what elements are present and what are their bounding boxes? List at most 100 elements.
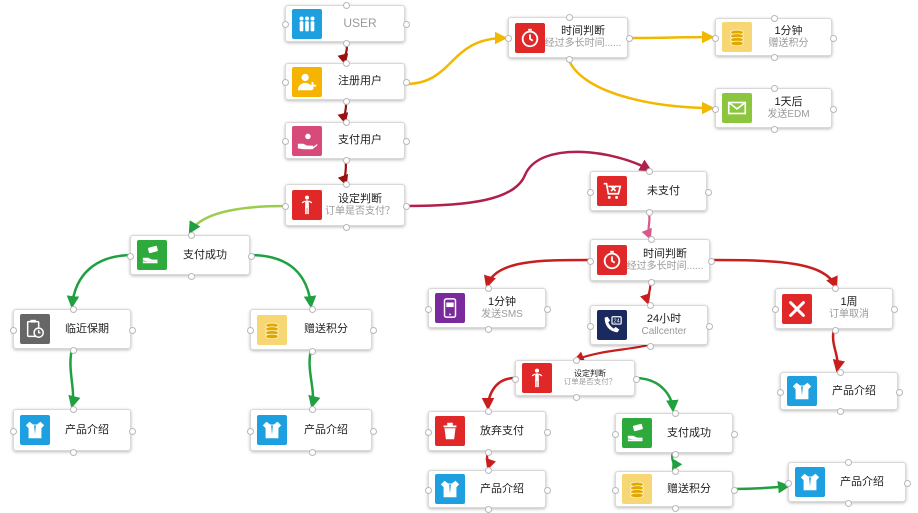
port-top[interactable] bbox=[646, 302, 654, 309]
node-points2[interactable]: 赠送积分 bbox=[612, 468, 738, 512]
port-bottom[interactable] bbox=[342, 224, 350, 231]
port-right[interactable] bbox=[248, 252, 255, 260]
port-right[interactable] bbox=[731, 486, 738, 494]
port-top[interactable] bbox=[844, 459, 852, 466]
port-left[interactable] bbox=[247, 427, 254, 435]
node-time2[interactable]: 时间判断经过多长时间...... bbox=[587, 236, 715, 286]
port-left[interactable] bbox=[247, 327, 254, 334]
port-left[interactable] bbox=[10, 427, 17, 435]
port-bottom[interactable] bbox=[484, 506, 492, 513]
node-sms[interactable]: 1分钟发送SMS bbox=[425, 285, 551, 333]
port-top[interactable] bbox=[187, 232, 195, 239]
node-abandon[interactable]: 放弃支付 bbox=[425, 408, 551, 456]
port-left[interactable] bbox=[425, 428, 432, 436]
node-points1[interactable]: 赠送积分 bbox=[247, 306, 377, 355]
port-top[interactable] bbox=[671, 410, 679, 417]
port-bottom[interactable] bbox=[565, 56, 573, 63]
port-right[interactable] bbox=[896, 388, 903, 396]
port-bottom[interactable] bbox=[484, 326, 492, 333]
port-top[interactable] bbox=[342, 60, 350, 67]
port-top[interactable] bbox=[484, 285, 492, 292]
port-top[interactable] bbox=[646, 168, 653, 175]
port-left[interactable] bbox=[785, 479, 792, 487]
port-right[interactable] bbox=[544, 305, 551, 313]
port-bottom[interactable] bbox=[646, 343, 654, 350]
port-top[interactable] bbox=[565, 14, 573, 21]
port-right[interactable] bbox=[626, 35, 633, 42]
port-bottom[interactable] bbox=[342, 40, 350, 47]
node-unpaid[interactable]: 未支付 bbox=[587, 168, 712, 216]
port-bottom[interactable] bbox=[484, 449, 492, 456]
node-prod4[interactable]: 产品介绍 bbox=[785, 459, 911, 507]
port-left[interactable] bbox=[425, 305, 432, 313]
port-right[interactable] bbox=[904, 479, 911, 487]
port-top[interactable] bbox=[647, 236, 655, 243]
port-left[interactable] bbox=[772, 306, 779, 313]
port-right[interactable] bbox=[129, 427, 136, 435]
port-bottom[interactable] bbox=[69, 449, 77, 456]
port-right[interactable] bbox=[544, 428, 551, 436]
port-bottom[interactable] bbox=[69, 347, 77, 354]
port-left[interactable] bbox=[10, 326, 17, 334]
port-right[interactable] bbox=[708, 257, 715, 265]
port-right[interactable] bbox=[706, 322, 713, 330]
port-top[interactable] bbox=[831, 285, 839, 292]
node-prod1[interactable]: 产品介绍 bbox=[10, 406, 136, 456]
port-bottom[interactable] bbox=[342, 98, 350, 105]
port-left[interactable] bbox=[587, 322, 594, 330]
port-bottom[interactable] bbox=[647, 279, 655, 286]
node-judge2[interactable]: 设定判断订单是否支付？ bbox=[512, 357, 640, 401]
node-prod3[interactable]: 产品介绍 bbox=[425, 467, 551, 513]
port-bottom[interactable] bbox=[308, 449, 316, 456]
port-right[interactable] bbox=[891, 306, 898, 313]
port-top[interactable] bbox=[484, 467, 492, 474]
port-bottom[interactable] bbox=[308, 348, 316, 355]
port-left[interactable] bbox=[587, 257, 594, 265]
port-left[interactable] bbox=[505, 35, 512, 42]
port-bottom[interactable] bbox=[771, 54, 778, 61]
port-top[interactable] bbox=[69, 306, 77, 313]
port-right[interactable] bbox=[403, 138, 410, 145]
node-week[interactable]: 1周订单取消 bbox=[772, 285, 898, 334]
node-judge1[interactable]: 设定判断订单是否支付？ bbox=[282, 181, 410, 231]
port-right[interactable] bbox=[830, 34, 837, 42]
port-left[interactable] bbox=[282, 79, 289, 86]
port-top[interactable] bbox=[342, 2, 350, 9]
port-bottom[interactable] bbox=[671, 451, 679, 458]
port-top[interactable] bbox=[69, 406, 77, 413]
node-one-day[interactable]: 1天后发送EDM bbox=[712, 85, 837, 133]
port-left[interactable] bbox=[587, 188, 594, 196]
port-top[interactable] bbox=[771, 85, 778, 92]
port-right[interactable] bbox=[830, 105, 837, 113]
port-left[interactable] bbox=[127, 252, 134, 260]
port-left[interactable] bbox=[282, 138, 289, 145]
port-right[interactable] bbox=[129, 326, 136, 334]
port-bottom[interactable] bbox=[187, 273, 195, 280]
node-pay-ok1[interactable]: 支付成功 bbox=[127, 232, 255, 280]
node-prod-week[interactable]: 产品介绍 bbox=[777, 369, 903, 415]
port-right[interactable] bbox=[403, 21, 410, 28]
port-top[interactable] bbox=[308, 406, 316, 413]
port-left[interactable] bbox=[512, 375, 519, 383]
port-right[interactable] bbox=[731, 430, 738, 438]
port-right[interactable] bbox=[544, 486, 551, 494]
port-left[interactable] bbox=[777, 388, 784, 396]
port-left[interactable] bbox=[712, 105, 719, 113]
port-top[interactable] bbox=[308, 306, 316, 313]
port-right[interactable] bbox=[403, 202, 410, 210]
port-bottom[interactable] bbox=[844, 500, 852, 507]
node-register[interactable]: 注册用户 bbox=[282, 60, 410, 105]
node-one-min[interactable]: 1分钟赠送积分 bbox=[712, 15, 837, 61]
port-top[interactable] bbox=[342, 181, 350, 188]
port-right[interactable] bbox=[705, 188, 712, 196]
port-bottom[interactable] bbox=[831, 327, 839, 334]
port-bottom[interactable] bbox=[572, 394, 580, 401]
port-right[interactable] bbox=[370, 327, 377, 334]
port-top[interactable] bbox=[572, 357, 580, 364]
node-user[interactable]: USER bbox=[282, 2, 410, 47]
port-left[interactable] bbox=[612, 430, 619, 438]
port-bottom[interactable] bbox=[771, 126, 778, 133]
port-top[interactable] bbox=[836, 369, 844, 376]
node-prod2[interactable]: 产品介绍 bbox=[247, 406, 377, 456]
